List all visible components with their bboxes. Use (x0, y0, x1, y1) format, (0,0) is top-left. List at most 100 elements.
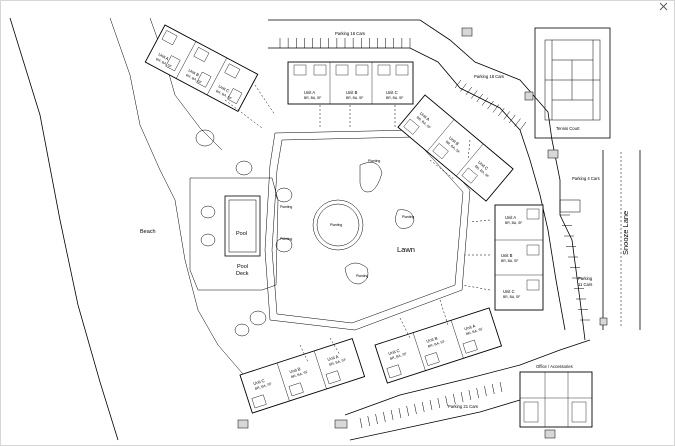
snooze-lane-label: Snooze Lane (621, 211, 630, 255)
pool-planting-label-2: Planting (280, 237, 292, 241)
planting-label-bottom: Planting (356, 274, 368, 278)
parking-stall-line (454, 79, 462, 89)
building-top-left: Unit A BR, BA, SF Unit B BR, BA, SF Unit… (144, 24, 259, 112)
unit-info: BR, BA, SF (329, 358, 347, 367)
unit-name: Unit B (426, 335, 439, 343)
parking-stall-line (367, 415, 371, 427)
unit-name: Unit B (289, 366, 302, 374)
office-label: Office / Accessories (536, 364, 573, 369)
parking-upper-right-label: Parking 18 Cars (474, 74, 504, 79)
unit-name: Unit A (327, 354, 339, 362)
parking-stall-line (499, 381, 503, 393)
walkways (224, 84, 491, 363)
unit-name: Unit C (477, 160, 489, 171)
parking-right-label-1: Parking (578, 276, 593, 281)
parking-stall-line (398, 407, 402, 419)
parking-stall-line (429, 399, 433, 411)
parking-stall-line (468, 389, 472, 401)
unit-name: Unit C (253, 378, 266, 386)
planting-label-right: Planting (402, 215, 414, 219)
pool-label: Pool (236, 231, 247, 237)
pool-planting-label-1: Planting (280, 205, 292, 209)
pool-deck-label-1: Pool (237, 264, 248, 270)
unit-info: BR, BA, SF (185, 73, 202, 85)
parking-right-label-2: 11 Cars (578, 282, 592, 287)
parking-stall-line (498, 107, 505, 117)
unit-name: Unit A (419, 111, 431, 122)
parking-stall-line (453, 393, 456, 405)
planting-label-top: Planting (368, 159, 380, 163)
unit-info: BR, BA, SF (505, 221, 522, 225)
parking-stall-line (519, 121, 527, 131)
service-boxes (237, 27, 608, 439)
unit-info: BR, BA, SF (386, 96, 403, 100)
unit-name: Unit B (188, 68, 201, 78)
parking-stall-line (492, 104, 500, 113)
parking-stall-line (383, 411, 386, 423)
tennis-court (544, 39, 601, 121)
parking-right-small-label: Parking 4 Cars (572, 176, 600, 181)
unit-info: BR, BA, SF (501, 259, 518, 263)
pool-deck (189, 160, 293, 291)
parking-stall-line (481, 97, 489, 106)
planters-left (195, 129, 267, 337)
unit-name: Unit C (218, 84, 231, 94)
building-upper-right: Unit A BR, BA, SF Unit B BR, BA, SF Unit… (397, 94, 514, 202)
parking-stall-line (476, 387, 479, 399)
unit-info: BR, BA, SF (503, 295, 520, 299)
unit-name: Unit B (346, 90, 358, 95)
parking-stall-line (375, 413, 378, 425)
parking-stall-line (465, 86, 473, 96)
unit-info: BR, BA, SF (346, 96, 363, 100)
unit-name: Unit A (464, 323, 476, 331)
unit-info: BR, BA, SF (254, 382, 272, 391)
unit-info: BR, BA, SF (304, 96, 321, 100)
parking-stall-line (437, 397, 441, 409)
unit-name: Unit A (158, 52, 170, 62)
planting-label-center: Planting (330, 223, 342, 227)
parking-bottom-label: Parking 21 Cars (448, 404, 478, 409)
parking-stall-line (514, 118, 521, 127)
unit-info: BR, BA, SF (155, 57, 172, 69)
parking-stall-line (359, 417, 363, 429)
building-bottom-left: Unit C BR, BA, SF Unit B BR, BA, SF Unit… (239, 337, 366, 414)
unit-name: Unit B (501, 253, 513, 258)
unit-info: BR, BA, SF (427, 339, 445, 348)
parking-top-label: Parking 16 Cars (335, 31, 365, 36)
parking-stall-line (471, 90, 478, 99)
parking-stall-line (503, 111, 510, 120)
unit-name: Unit A (304, 90, 315, 95)
parking-stall-line (484, 385, 487, 397)
unit-name: Unit B (448, 135, 460, 146)
parking-stall-line (476, 93, 483, 103)
parking-stall-line (421, 401, 425, 413)
unit-name: Unit A (505, 215, 516, 220)
parking-stalls-bottom (359, 381, 503, 429)
parking-stalls-right (560, 214, 590, 321)
parking-stall-line (460, 83, 467, 92)
parking-stalls-upper-right (454, 79, 527, 131)
building-right: Unit A BR, BA, SF Unit B BR, BA, SF Unit… (494, 204, 544, 311)
parking-stalls-top (279, 38, 411, 48)
tennis-court-label: Tennis Court (556, 126, 580, 131)
beach-label: Beach (140, 229, 156, 235)
building-top-center: Unit A BR, BA, SF Unit B BR, BA, SF Unit… (287, 61, 414, 105)
unit-name: Unit C (386, 90, 398, 95)
parking-stall-line (487, 100, 494, 110)
parking-stall-line (491, 383, 495, 395)
building-bottom-center: Unit C BR, BA, SF Unit B BR, BA, SF Unit… (374, 307, 503, 384)
close-icon[interactable] (659, 2, 668, 11)
unit-info: BR, BA, SF (291, 370, 309, 379)
office-building (519, 371, 593, 428)
parking-stall-line (445, 395, 448, 407)
residential-buildings: Unit A BR, BA, SF Unit B BR, BA, SF Unit… (144, 24, 544, 414)
unit-info: BR, BA, SF (215, 89, 232, 101)
pool-deck-label-2: Deck (236, 271, 249, 277)
parking-stall-line (508, 114, 516, 124)
parking-stall-line (460, 391, 464, 403)
parking-stall-line (406, 405, 409, 417)
unit-name: Unit C (388, 348, 401, 356)
lawn-label: Lawn (397, 245, 415, 254)
parking-stall-line (414, 403, 417, 415)
